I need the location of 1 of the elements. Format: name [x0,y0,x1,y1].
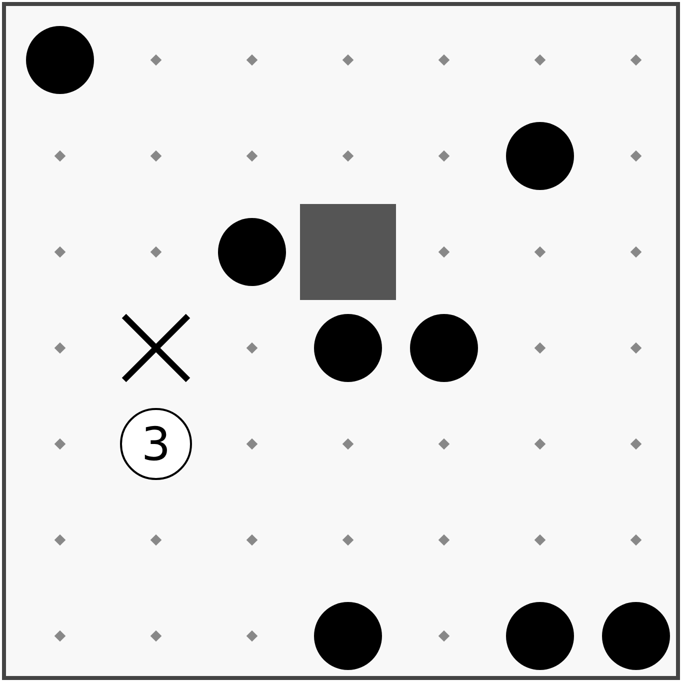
square-marker [300,204,396,300]
